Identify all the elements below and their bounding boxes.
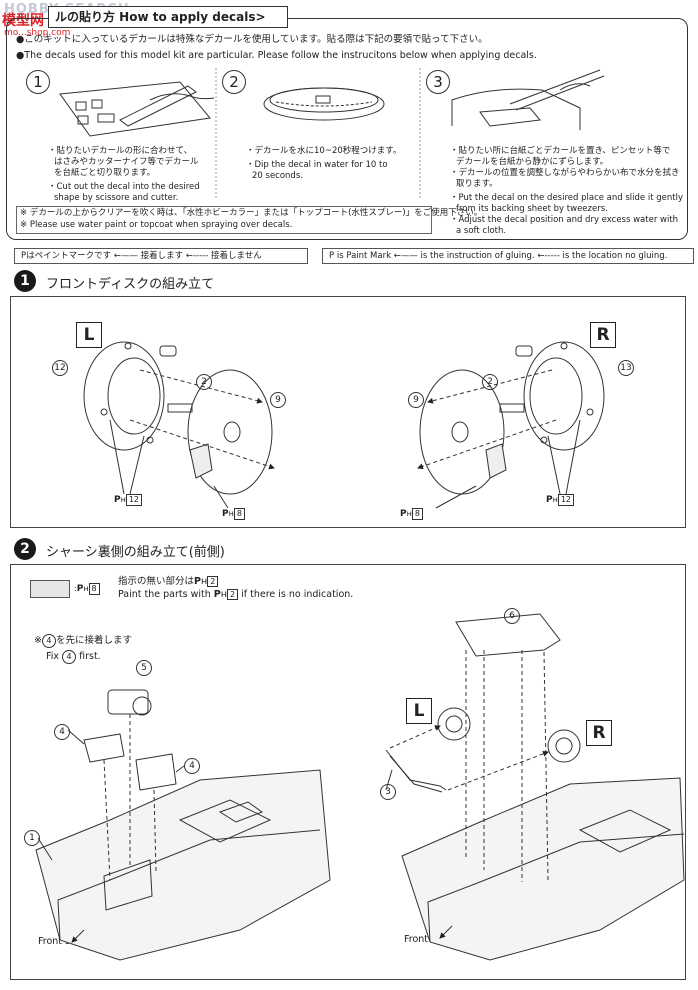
section-1-number: 1 xyxy=(14,270,36,292)
watermark-url: mo...shop.com xyxy=(4,28,71,38)
decal-step-1-text: ・貼りたいデカールの形に合わせて、はさみやカッターナイフ等でデカールを台紙ごと切… xyxy=(48,146,200,203)
right-brake-label: R xyxy=(586,720,612,746)
decal-step-3-text: ・貼りたい所に台紙ごとデカールを置き、ピンセット等でデカールを台紙から静かにずら… xyxy=(450,146,683,236)
part-number-4-right: 4 xyxy=(184,758,200,774)
part-number-4-left: 4 xyxy=(54,724,70,740)
right-side-label: R xyxy=(590,322,616,348)
section-2-panel xyxy=(10,564,686,980)
decal-step-2-text: ・デカールを水に10~20秒程つけます。 ・Dip the decal in w… xyxy=(246,146,402,181)
left-side-label: L xyxy=(76,322,102,348)
part-number-9-right: 9 xyxy=(408,392,424,408)
section-1-title: フロントディスクの組み立て xyxy=(46,277,215,292)
decal-footnote-en: ※ Please use water paint or topcoat when… xyxy=(20,220,293,230)
section-1-panel xyxy=(10,296,686,528)
paint-mark-legend-en: P is Paint Mark ←—— is the instruction o… xyxy=(322,248,694,264)
section-2-title: シャーシ裏側の組み立て(前側) xyxy=(46,545,225,560)
part-number-5: 5 xyxy=(136,660,152,676)
paint-color-swatch xyxy=(30,580,70,598)
part-number-2-left: 2 xyxy=(196,374,212,390)
part-number-1: 1 xyxy=(24,830,40,846)
decal-step-1-number: 1 xyxy=(26,70,50,94)
decal-step-2-number: 2 xyxy=(222,70,246,94)
front-label-en-left: Front side xyxy=(38,936,85,947)
part-number-6: 6 xyxy=(504,608,520,624)
decal-note-jp: ●このキットに入っているデカールは特殊なデカールを使用しています。貼る際は下記の… xyxy=(16,34,488,45)
part-number-13: 13 xyxy=(618,360,634,376)
decal-footnote-jp: ※ デカールの上からクリアーを吹く時は、「水性ホビーカラー」または「トップコート… xyxy=(20,208,483,218)
fix-note-en: Fix 4 first. xyxy=(46,650,101,664)
decal-note-en: ●The decals used for this model kit are … xyxy=(16,50,537,61)
paint-mark-legend-jp: Pはペイントマークです ←—— 接着します ←----- 接着しません xyxy=(14,248,308,264)
part-number-9-left: 9 xyxy=(270,392,286,408)
decal-title: ルの貼り方 How to apply decals> xyxy=(48,6,288,28)
part-number-3: 3 xyxy=(380,784,396,800)
left-brake-label: L xyxy=(406,698,432,724)
part-number-12: 12 xyxy=(52,360,68,376)
front-label-jp-right: 前 xyxy=(424,918,434,929)
front-label-en-right: Front side xyxy=(404,934,451,945)
decal-footnote-box xyxy=(16,206,432,234)
part-number-2-right: 2 xyxy=(482,374,498,390)
front-label-jp-left: 前 xyxy=(58,920,68,931)
decal-instructions-box xyxy=(6,18,688,240)
section-2-number: 2 xyxy=(14,538,36,560)
decal-step-3-number: 3 xyxy=(426,70,450,94)
